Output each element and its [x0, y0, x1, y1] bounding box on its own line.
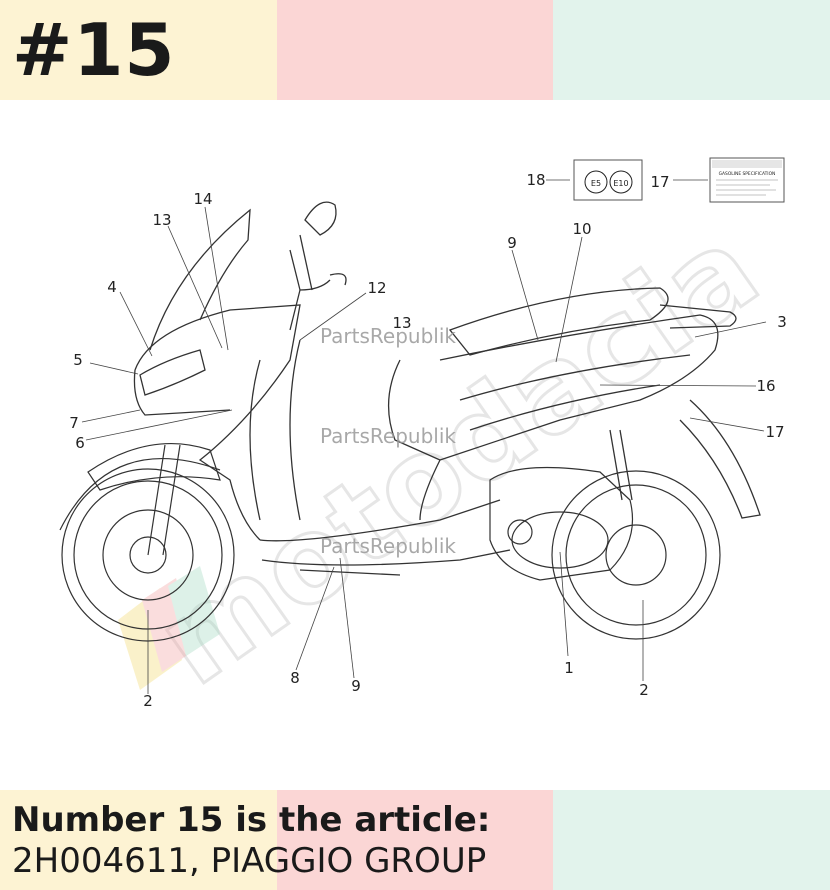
- rear-wheel: [551, 470, 721, 640]
- callout-18: 17: [650, 173, 669, 191]
- callout-13: 13: [392, 314, 411, 332]
- callout-7: 7: [69, 414, 79, 432]
- watermark-2: PartsRepublik: [320, 424, 456, 448]
- partsrepublik-watermarks: PartsRepublik PartsRepublik PartsRepubli…: [320, 324, 456, 558]
- callout-19: 18: [526, 171, 545, 189]
- callout-8: 8: [290, 669, 300, 687]
- watermark-1: PartsRepublik: [320, 324, 456, 348]
- badge-e5: E5: [591, 179, 601, 188]
- scooter-body: [133, 201, 761, 576]
- header-band: [0, 0, 830, 100]
- callout-17: 17: [765, 423, 784, 441]
- header-band-pink: [277, 0, 553, 100]
- article-code: 2H004611, PIAGGIO GROUP: [12, 841, 487, 881]
- footer-band: [0, 790, 830, 890]
- exploded-parts-diagram: motodacia: [59, 157, 787, 713]
- footer-band-pink: [277, 790, 553, 890]
- callout-numbers: 18 17 14 13 9 10 4 12 13 3 5 16 7 17 6 8…: [69, 171, 787, 710]
- watermark-3: PartsRepublik: [320, 534, 456, 558]
- callout-15: 14: [193, 190, 212, 208]
- brand-watermark: motodacia: [131, 198, 783, 713]
- callout-5: 5: [73, 351, 83, 369]
- watermark-color-blocks: [118, 566, 220, 690]
- svg-text:motodacia: motodacia: [133, 199, 782, 711]
- part-number-heading: #15: [12, 8, 176, 92]
- footer-band-mint: [553, 790, 830, 890]
- sticker-19-euro5: E5 E10: [573, 159, 643, 201]
- front-fork: [87, 442, 221, 556]
- article-caption: Number 15 is the article:: [12, 800, 491, 840]
- sticker-18-fuel-warning: GASOLINE SPECIFICATION: [709, 157, 785, 203]
- leader-lines: [81, 179, 767, 694]
- badge-e10: E10: [613, 179, 628, 188]
- callout-3: 3: [777, 313, 787, 331]
- callout-2-front: 2: [143, 692, 153, 710]
- callout-14: 13: [152, 211, 171, 229]
- callout-1: 1: [564, 659, 574, 677]
- callout-10: 9: [507, 234, 517, 252]
- callout-2-rear: 2: [639, 681, 649, 699]
- callout-11: 10: [572, 220, 591, 238]
- engine-cover: [489, 466, 634, 581]
- header-band-yellow: [0, 0, 277, 100]
- header-band-mint: [553, 0, 830, 100]
- callout-12: 12: [367, 279, 386, 297]
- footer-band-yellow: [0, 790, 277, 890]
- callout-16: 16: [756, 377, 775, 395]
- callout-4: 4: [107, 278, 117, 296]
- callout-6: 6: [75, 434, 85, 452]
- sticker-18-title: GASOLINE SPECIFICATION: [719, 171, 776, 177]
- callout-9: 9: [351, 677, 361, 695]
